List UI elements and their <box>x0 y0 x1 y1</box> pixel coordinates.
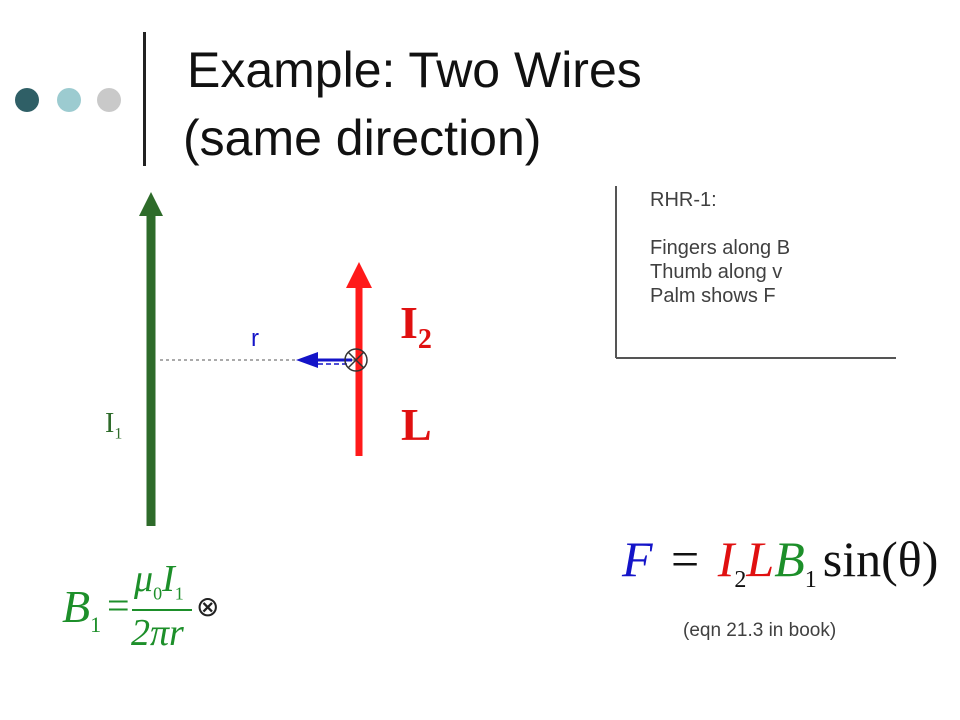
field-eq-mu-subscript: 0 <box>153 583 163 604</box>
slide-title-line1: Example: Two Wires <box>187 42 642 98</box>
rhr-line-fingers: Fingers along B <box>650 237 791 259</box>
field-eq-B-symbol: B <box>62 581 91 632</box>
rhr-spacer <box>650 212 790 236</box>
wire1-current-symbol: I <box>105 408 115 439</box>
field-eq-mu: μ <box>134 558 154 600</box>
force-eq-B: B <box>774 531 805 587</box>
wire1-current-subscript: 1 <box>114 425 123 443</box>
force-eq-B-subscript: 1 <box>804 567 817 593</box>
rhr-textbox: RHR-1: Fingers along B Thumb along v Pal… <box>650 188 790 308</box>
header-divider <box>143 32 146 166</box>
slide-title-line2: (same direction) <box>183 110 542 166</box>
header-dot-mid <box>57 88 81 112</box>
r-label: r <box>251 325 259 352</box>
field-eq-denominator: 2πr <box>131 612 184 654</box>
force-eq-equals: = <box>671 531 700 587</box>
wire2-arrowhead <box>346 262 372 288</box>
equation-reference-note: (eqn 21.3 in book) <box>683 620 837 641</box>
field-eq-cross-symbol: ⊗ <box>196 590 220 623</box>
rhr-line-palm: Palm shows F <box>650 285 776 307</box>
force-eq-L: L <box>746 531 775 587</box>
field-eq-equals: = <box>107 583 130 628</box>
field-equation-B: B1 <box>62 580 101 638</box>
wire1-current-label: I1 <box>105 408 122 444</box>
force-arrowhead <box>296 352 318 368</box>
force-eq-I-subscript: 2 <box>734 567 747 593</box>
field-eq-B-subscript: 1 <box>90 612 102 638</box>
wire1-arrowhead <box>139 192 163 216</box>
wire2-length-label: L <box>401 399 432 450</box>
field-eq-I: I <box>162 558 175 600</box>
field-into-page-x2 <box>347 351 365 369</box>
wire2-current-label: I2 <box>400 296 432 356</box>
force-eq-F: F <box>622 531 653 587</box>
field-eq-I-subscript: 1 <box>174 583 184 604</box>
rhr-heading: RHR-1: <box>650 189 717 211</box>
wire2-current-symbol: I <box>400 297 418 348</box>
force-eq-sin: sin(θ) <box>822 531 939 587</box>
field-eq-fraction-bar <box>132 609 192 611</box>
header-dot-dark <box>15 88 39 112</box>
rhr-line-thumb: Thumb along v <box>650 261 783 283</box>
force-eq-I: I <box>717 531 735 587</box>
field-eq-numerator: μ0I1 <box>134 557 184 605</box>
field-into-page-circle <box>344 348 368 372</box>
wire2-current-subscript: 2 <box>417 324 432 356</box>
header-dot-light <box>97 88 121 112</box>
